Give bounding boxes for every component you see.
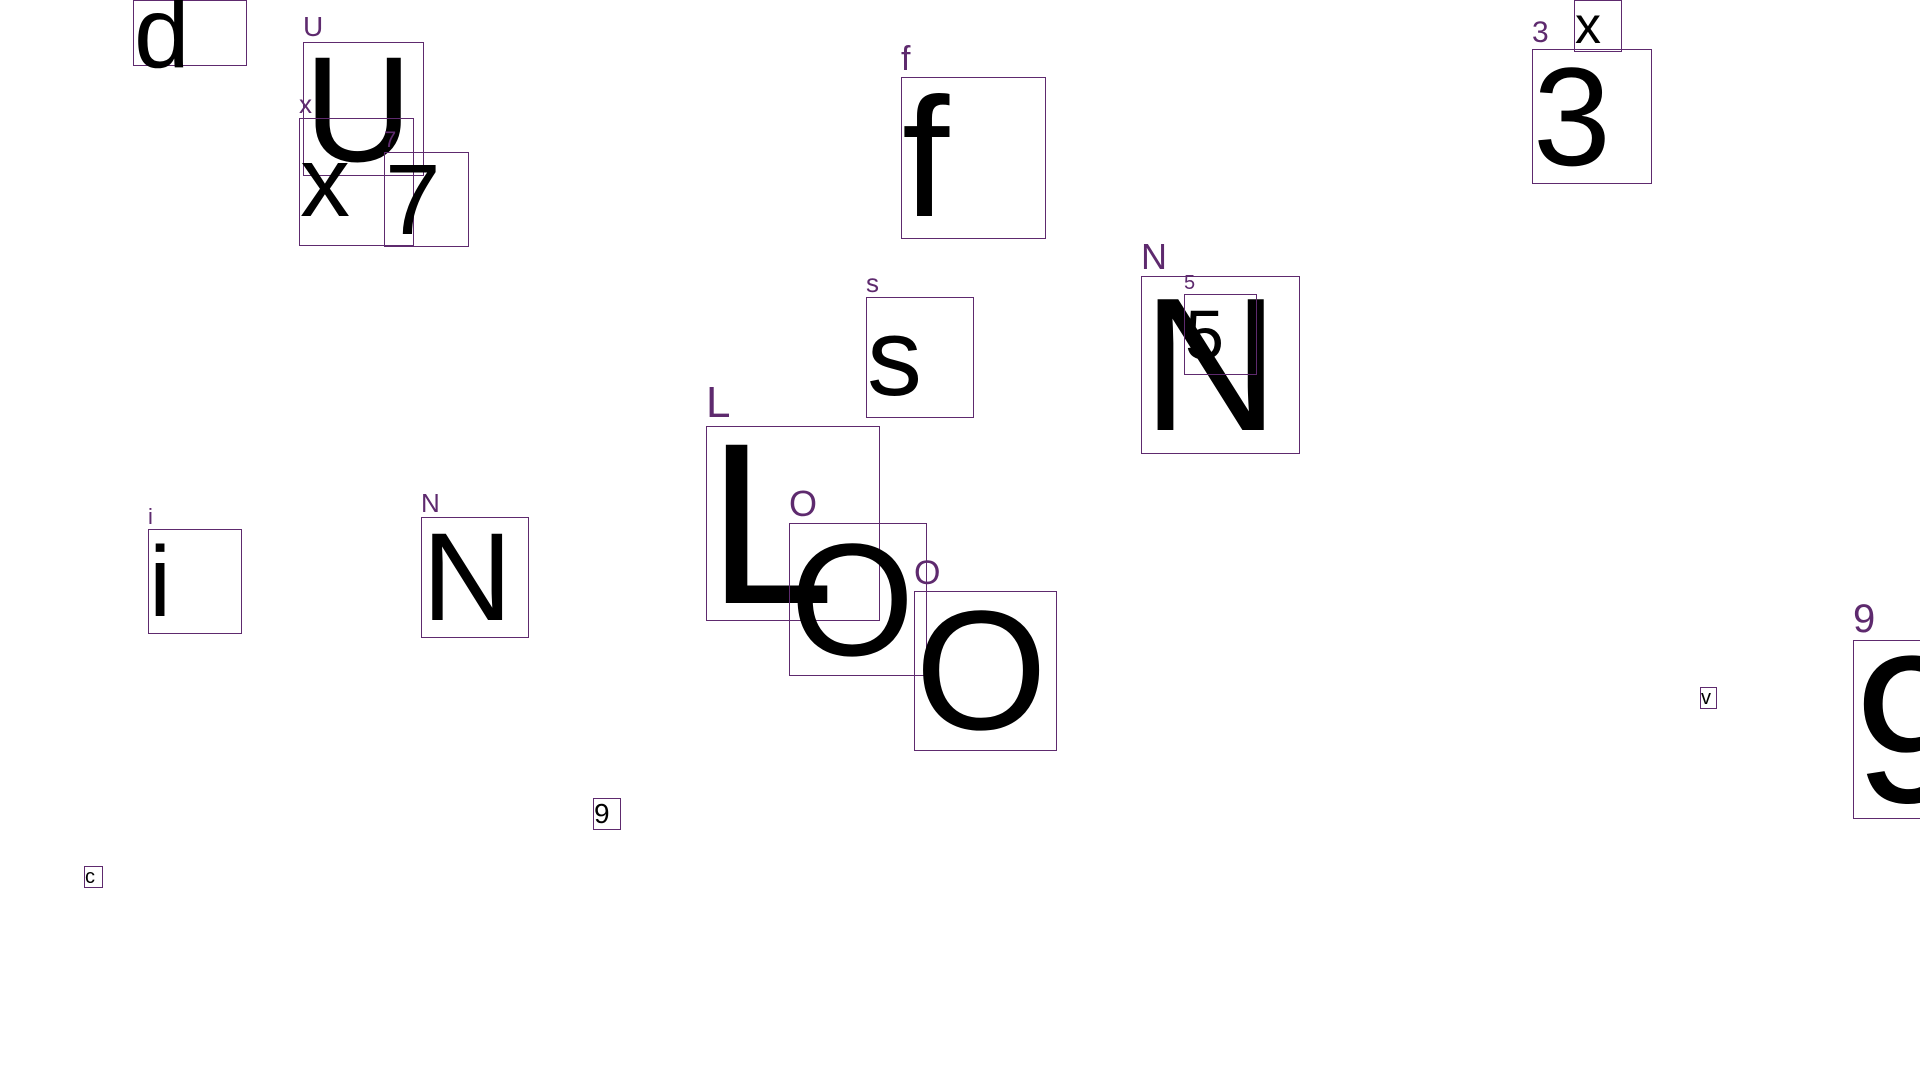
glyph-character: v — [1701, 687, 1711, 709]
glyph-character: 3 — [1533, 37, 1611, 195]
glyph-label: O — [914, 554, 941, 592]
glyph-character: 9 — [1854, 611, 1920, 847]
glyph-character: N — [422, 508, 513, 647]
glyph-box: 9 — [593, 798, 621, 830]
glyph-label: O — [789, 483, 818, 524]
glyph-box: c — [84, 866, 103, 888]
glyph-character: 7 — [385, 143, 441, 256]
glyph-label: N — [421, 488, 440, 518]
glyph-label: L — [706, 378, 731, 427]
glyph-label: U — [303, 11, 324, 42]
glyph-box: x — [1574, 0, 1622, 52]
glyph-character: i — [149, 525, 172, 638]
glyph-label: s — [866, 268, 879, 298]
glyph-label: f — [901, 40, 911, 78]
glyph-character: x — [300, 126, 350, 238]
glyph-label: 3 — [1532, 16, 1549, 49]
glyph-label: N — [1141, 236, 1167, 277]
glyph-box: d — [133, 0, 247, 89]
glyph-character: O — [915, 576, 1048, 766]
glyph-box: v — [1700, 687, 1717, 709]
glyph-character: x — [1575, 0, 1601, 55]
glyph-character: f — [902, 63, 950, 253]
glyph-character: s — [867, 295, 922, 419]
glyph-character: c — [85, 866, 95, 888]
glyph-label: x — [299, 89, 312, 119]
glyph-character: 5 — [1185, 295, 1224, 374]
glyph-character: 9 — [594, 798, 610, 829]
glyph-character: d — [134, 0, 190, 89]
glyph-character: O — [790, 509, 915, 689]
glyph-label: 9 — [1853, 597, 1876, 641]
glyph-label: 5 — [1184, 272, 1196, 294]
glyph-label: i — [148, 504, 153, 529]
glyph-label: 7 — [384, 127, 397, 152]
glyph-character: U — [304, 25, 413, 193]
